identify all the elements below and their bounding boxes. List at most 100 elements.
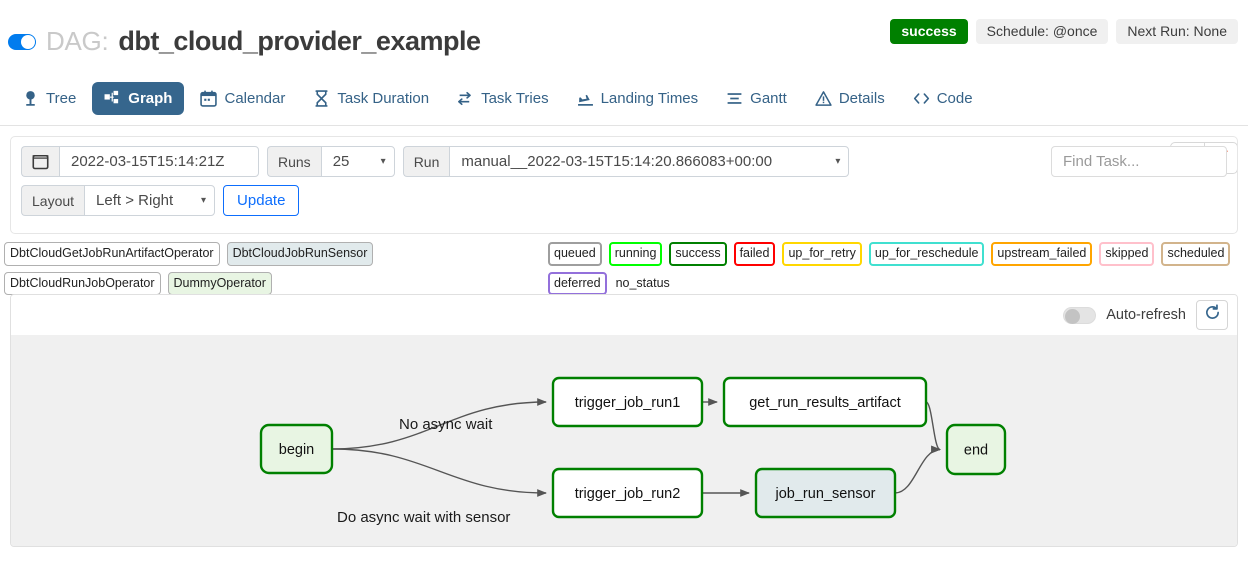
graph-node-box[interactable] <box>945 423 1007 476</box>
graph-edge <box>894 445 941 494</box>
view-tabs: Tree Graph Calendar Task Duration Task T <box>10 70 1238 126</box>
run-select[interactable]: manual__2022-03-15T15:14:20.866083+00:00… <box>449 146 850 177</box>
refresh-button[interactable] <box>1196 300 1228 330</box>
dag-title-row: DAG: dbt_cloud_provider_example <box>8 26 481 57</box>
auto-refresh-toggle[interactable] <box>1063 306 1097 324</box>
next-run-badge: Next Run: None <box>1116 19 1238 44</box>
tab-task-duration[interactable]: Task Duration <box>301 82 441 115</box>
tab-label: Gantt <box>750 89 787 107</box>
state-legend-chip[interactable]: deferred <box>548 271 607 295</box>
chevron-down-icon: ▾ <box>835 156 841 167</box>
graph-toolbar: Auto-refresh <box>11 295 1237 335</box>
graph-node-label: end <box>964 443 988 459</box>
num-runs-value: 25 <box>332 153 350 170</box>
filter-row-2: Layout Left > Right ▾ Update <box>21 185 1227 216</box>
tab-details[interactable]: Details <box>803 82 897 115</box>
num-runs-group: Runs 25 ▾ <box>267 146 395 177</box>
schedule-badge: Schedule: @once <box>975 19 1109 44</box>
graph-node[interactable]: trigger_job_run2 <box>551 467 704 519</box>
graph-node-box[interactable] <box>551 467 704 519</box>
graph-node[interactable]: begin <box>259 423 334 475</box>
num-runs-label: Runs <box>267 146 321 177</box>
graph-node-label: get_run_results_artifact <box>749 395 901 411</box>
operator-legend-chip[interactable]: DbtCloudRunJobOperator <box>4 271 161 295</box>
layout-group: Layout Left > Right ▾ <box>21 185 216 216</box>
state-legend-chip[interactable]: no_status <box>615 275 670 290</box>
tab-task-tries[interactable]: Task Tries <box>445 82 561 115</box>
state-legend-chip[interactable]: up_for_retry <box>782 242 862 266</box>
graph-nodes: begin trigger_job_run1 get_run_results_art… <box>259 376 1007 519</box>
retry-icon <box>457 90 474 107</box>
code-icon <box>913 90 930 107</box>
tab-calendar[interactable]: Calendar <box>188 82 297 115</box>
details-icon <box>815 90 832 107</box>
tab-code[interactable]: Code <box>901 82 985 115</box>
status-badge: success <box>890 19 968 44</box>
graph-icon <box>104 90 121 107</box>
tab-label: Graph <box>128 89 173 107</box>
operator-legend-chip[interactable]: DbtCloudGetJobRunArtifactOperator <box>4 242 220 266</box>
filter-toolbar: 2022-03-15T15:14:21Z Runs 25 ▾ Run manua… <box>10 136 1238 234</box>
auto-refresh-label: Auto-refresh <box>1106 307 1186 323</box>
tab-label: Task Duration <box>337 89 430 107</box>
graph-node-box[interactable] <box>754 467 897 519</box>
calendar-icon[interactable] <box>21 146 59 177</box>
tab-landing-times[interactable]: Landing Times <box>565 82 711 115</box>
graph-edge <box>331 448 547 497</box>
refresh-icon <box>1204 304 1221 326</box>
graph-edges <box>331 398 941 497</box>
graph-edge <box>925 401 941 454</box>
graph-edge-label: No async wait <box>399 416 493 433</box>
find-task-input[interactable]: Find Task... <box>1051 146 1227 177</box>
update-button[interactable]: Update <box>223 185 300 216</box>
layout-value: Left > Right <box>96 192 174 209</box>
calendar-icon <box>200 90 218 107</box>
tab-label: Tree <box>46 89 77 107</box>
dag-pause-toggle[interactable] <box>8 33 36 50</box>
state-legend-chip[interactable]: upstream_failed <box>991 242 1093 266</box>
graph-node[interactable]: job_run_sensor <box>754 467 897 519</box>
base-date-input[interactable]: 2022-03-15T15:14:21Z <box>59 146 259 177</box>
state-legend-chip[interactable]: success <box>669 242 727 266</box>
graph-node-box[interactable] <box>722 376 928 428</box>
tab-graph[interactable]: Graph <box>92 81 185 115</box>
state-legend-chip[interactable]: skipped <box>1099 242 1155 266</box>
operator-legend-chip[interactable]: DummyOperator <box>167 271 272 295</box>
tab-label: Landing Times <box>600 89 699 107</box>
header-badges: success Schedule: @once Next Run: None <box>890 19 1238 44</box>
tree-icon <box>22 90 39 107</box>
tab-label: Details <box>838 89 885 107</box>
state-legend-chip[interactable]: up_for_reschedule <box>868 242 985 266</box>
layout-label: Layout <box>21 185 85 216</box>
tab-gantt[interactable]: Gantt <box>714 82 799 115</box>
layout-select[interactable]: Left > Right ▾ <box>84 185 216 216</box>
tab-label: Code <box>936 89 973 107</box>
graph-node[interactable]: end <box>945 423 1007 476</box>
tab-tree[interactable]: Tree <box>10 82 88 115</box>
state-legend-chip[interactable]: scheduled <box>1161 242 1231 266</box>
base-date-group: 2022-03-15T15:14:21Z <box>21 146 259 177</box>
page-header: DAG: dbt_cloud_provider_example success … <box>0 0 1248 70</box>
state-legend-chip[interactable]: running <box>608 242 663 266</box>
run-group: Run manual__2022-03-15T15:14:20.866083+0… <box>402 146 850 177</box>
page-title: dbt_cloud_provider_example <box>118 26 481 56</box>
graph-node-box[interactable] <box>259 423 334 475</box>
graph-node-label: trigger_job_run2 <box>575 486 681 502</box>
operator-legend-chip[interactable]: DbtCloudJobRunSensor <box>226 242 374 266</box>
num-runs-select[interactable]: 25 ▾ <box>320 146 395 177</box>
hourglass-icon <box>313 89 330 107</box>
graph-edge <box>331 398 547 450</box>
chevron-down-icon: ▾ <box>380 156 386 167</box>
landing-icon <box>577 90 594 107</box>
graph-node[interactable]: trigger_job_run1 <box>551 376 704 428</box>
state-legend-chip[interactable]: queued <box>548 242 602 266</box>
graph-node[interactable]: get_run_results_artifact <box>722 376 928 428</box>
graph-node-box[interactable] <box>551 376 704 428</box>
filter-row-1: 2022-03-15T15:14:21Z Runs 25 ▾ Run manua… <box>21 146 1227 177</box>
state-legend-chip[interactable]: failed <box>733 242 776 266</box>
